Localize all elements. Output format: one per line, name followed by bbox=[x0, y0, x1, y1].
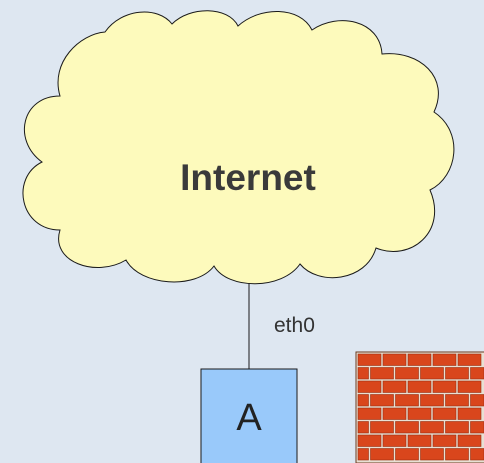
brick bbox=[370, 448, 394, 461]
brick bbox=[445, 394, 469, 407]
brick bbox=[370, 367, 394, 380]
brick bbox=[395, 367, 419, 380]
host-node: A bbox=[200, 368, 298, 463]
brick bbox=[407, 407, 432, 420]
brick bbox=[357, 367, 369, 380]
brick bbox=[432, 407, 457, 420]
host-box bbox=[200, 368, 298, 463]
brick-wall-icon bbox=[355, 351, 484, 463]
brick bbox=[357, 421, 369, 434]
cloud-label: Internet bbox=[180, 157, 316, 198]
brick bbox=[357, 407, 382, 420]
brick bbox=[382, 380, 407, 393]
brick bbox=[407, 380, 432, 393]
brick bbox=[457, 380, 482, 393]
brick bbox=[370, 421, 394, 434]
brick bbox=[357, 380, 382, 393]
brick bbox=[445, 448, 469, 461]
brick bbox=[395, 448, 419, 461]
brick bbox=[445, 421, 469, 434]
cloud-shape bbox=[22, 10, 455, 285]
brick bbox=[470, 421, 484, 434]
brick bbox=[470, 394, 484, 407]
link-label: eth0 bbox=[274, 314, 315, 337]
brick bbox=[382, 407, 407, 420]
brick bbox=[470, 367, 484, 380]
internet-cloud: Internet bbox=[22, 10, 455, 285]
brick bbox=[420, 394, 444, 407]
brick bbox=[420, 421, 444, 434]
brick bbox=[457, 434, 482, 447]
brick bbox=[357, 353, 382, 366]
brick bbox=[407, 353, 432, 366]
brick bbox=[357, 394, 369, 407]
brick bbox=[357, 448, 369, 461]
brick bbox=[382, 353, 407, 366]
brick bbox=[420, 367, 444, 380]
host-label: A bbox=[236, 397, 262, 439]
brick bbox=[457, 353, 482, 366]
brick bbox=[432, 380, 457, 393]
brick bbox=[357, 434, 382, 447]
brick bbox=[432, 353, 457, 366]
brick bbox=[382, 434, 407, 447]
brick bbox=[457, 407, 482, 420]
brick bbox=[395, 421, 419, 434]
brick bbox=[432, 434, 457, 447]
brick bbox=[395, 394, 419, 407]
brick bbox=[445, 367, 469, 380]
brick bbox=[370, 394, 394, 407]
brick bbox=[407, 434, 432, 447]
brick bbox=[420, 448, 444, 461]
brick bbox=[470, 448, 484, 461]
